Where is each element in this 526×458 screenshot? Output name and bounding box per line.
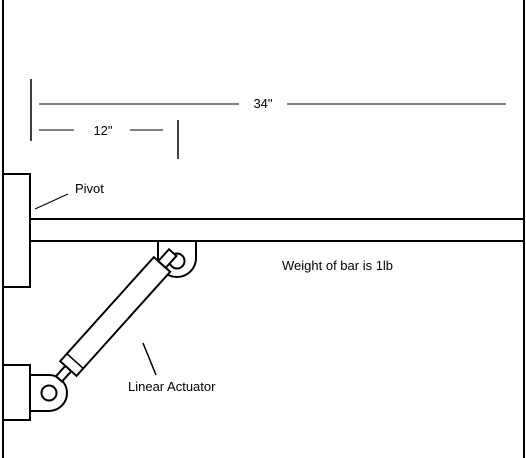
horizontal-bar	[29, 218, 525, 242]
actuator-leader-line	[142, 342, 157, 376]
lower-clevis-hole	[40, 384, 58, 402]
actuator-label: Linear Actuator	[128, 379, 216, 394]
pivot-leader-line	[34, 193, 69, 210]
actuator-body-seam	[66, 353, 84, 370]
actuator-body	[58, 255, 172, 378]
weight-note: Weight of bar is 1lb	[282, 258, 393, 273]
lower-mount-block	[2, 364, 31, 421]
overall-dimension-label: 34"	[253, 96, 272, 111]
linear-actuator	[54, 247, 178, 384]
pivot-label: Pivot	[75, 181, 104, 196]
pivot-mount-block	[2, 173, 31, 288]
actuator-rod-upper	[156, 247, 178, 270]
offset-dimension-label: 12"	[93, 123, 112, 138]
